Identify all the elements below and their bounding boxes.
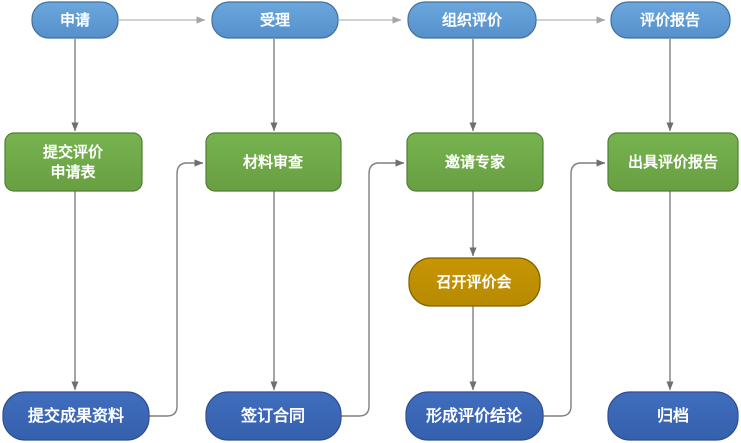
task-review-materials-label: 材料审查 <box>243 153 304 171</box>
node-output-submit-results[interactable]: 提交成果资料 <box>2 391 150 441</box>
stage-organize-label: 组织评价 <box>442 11 503 29</box>
task-invite-experts-label: 邀请专家 <box>445 153 505 171</box>
node-stage-apply[interactable]: 申请 <box>31 1 119 39</box>
task-submit-form-shape[interactable] <box>4 132 143 192</box>
node-output-conclusion[interactable]: 形成评价结论 <box>405 391 544 441</box>
node-output-sign-contract[interactable]: 签订合同 <box>205 391 342 441</box>
node-output-archive[interactable]: 归档 <box>607 391 739 441</box>
output-archive-label: 归档 <box>657 406 689 425</box>
connector-conclusion-to-issue <box>543 159 606 417</box>
stage-accept-label: 受理 <box>260 11 290 29</box>
task-issue-report-label: 出具评价报告 <box>628 153 718 171</box>
task-review-materials-shape[interactable] <box>205 132 342 192</box>
meeting-hold-label: 召开评价会 <box>436 273 511 291</box>
output-submit-results-shape[interactable] <box>2 391 150 441</box>
stage-report-label: 评价报告 <box>640 11 700 29</box>
stage-accept-shape[interactable] <box>211 1 339 39</box>
output-sign-contract-shape[interactable] <box>205 391 342 441</box>
meeting-row: 召开评价会 <box>408 257 541 307</box>
node-stage-organize[interactable]: 组织评价 <box>407 1 537 39</box>
node-task-issue-report[interactable]: 出具评价报告 <box>607 132 739 192</box>
node-stage-report[interactable]: 评价报告 <box>610 1 731 39</box>
meeting-hold-shape[interactable] <box>408 257 541 307</box>
stage-row: 申请 受理 组织评价 评价报告 <box>31 1 731 39</box>
node-meeting-hold[interactable]: 召开评价会 <box>408 257 541 307</box>
stage-apply-shape[interactable] <box>31 1 119 39</box>
output-conclusion-shape[interactable] <box>405 391 544 441</box>
task-row: 提交评价 申请表 材料审查 邀请专家 出具评价报告 <box>4 132 739 192</box>
stage-organize-shape[interactable] <box>407 1 537 39</box>
output-row: 提交成果资料 签订合同 形成评价结论 归档 <box>2 391 739 441</box>
node-task-review-materials[interactable]: 材料审查 <box>205 132 342 192</box>
connector-layer <box>71 16 674 417</box>
output-archive-shape[interactable] <box>607 391 739 441</box>
stage-apply-label: 申请 <box>60 11 90 29</box>
connector-contract-to-invite <box>341 159 405 417</box>
output-submit-results-label: 提交成果资料 <box>28 406 124 425</box>
node-stage-accept[interactable]: 受理 <box>211 1 339 39</box>
output-sign-contract-label: 签订合同 <box>240 406 305 425</box>
output-conclusion-label: 形成评价结论 <box>426 406 523 425</box>
task-submit-form-label-line1: 提交评价 <box>43 143 104 161</box>
connector-results-to-review <box>149 159 204 417</box>
task-invite-experts-shape[interactable] <box>406 132 544 192</box>
task-issue-report-shape[interactable] <box>607 132 739 192</box>
node-task-invite-experts[interactable]: 邀请专家 <box>406 132 544 192</box>
node-task-submit-form[interactable]: 提交评价 申请表 <box>4 132 143 192</box>
stage-report-shape[interactable] <box>610 1 731 39</box>
task-submit-form-label-line2: 申请表 <box>50 163 96 181</box>
